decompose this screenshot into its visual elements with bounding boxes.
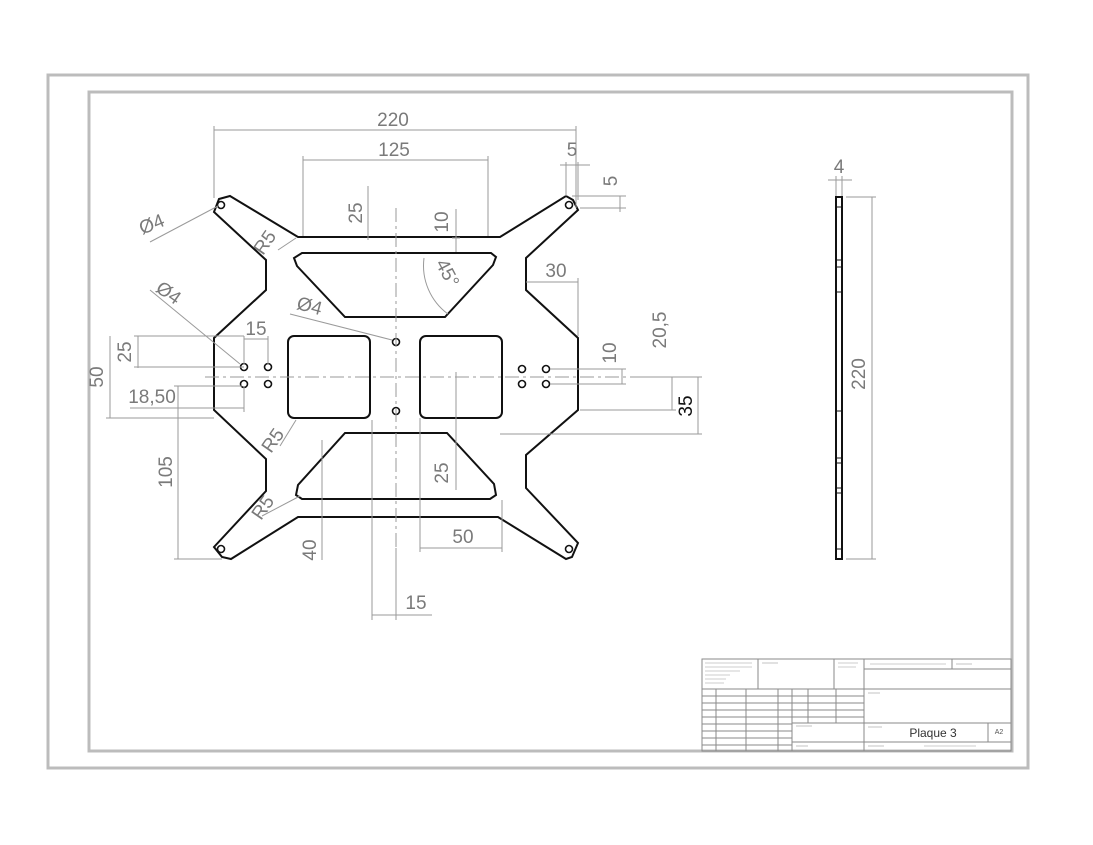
- left-hole: [263, 379, 273, 389]
- corner-hole-tl: [216, 200, 226, 210]
- dimension-lines: [106, 126, 876, 620]
- inner-frame: [87, 90, 1014, 753]
- right-hole: [541, 379, 551, 389]
- right-hole: [517, 379, 527, 389]
- sheet-size: A2: [995, 729, 1004, 736]
- dim-overall-width: 220: [377, 110, 409, 131]
- dim-top-depth: 25: [346, 202, 367, 223]
- dim-angle: 45°: [431, 256, 463, 291]
- right-hole: [541, 364, 551, 374]
- dimension-labels: 220 125 5 5 Ø4 25 10 R5 45° 30 Ø4 Ø4 15 …: [87, 110, 870, 614]
- dim-hole-dia-left: Ø4: [152, 278, 185, 310]
- corner-hole-tr: [564, 200, 574, 210]
- dim-left-pitch: 15: [245, 319, 266, 340]
- lower-trapezoid-cutout: [294, 432, 498, 500]
- plate-side-view: [835, 196, 843, 560]
- dim-right-pitch: 10: [600, 342, 621, 363]
- right-square-cutout: [419, 335, 503, 419]
- dim-side-height: 220: [849, 358, 870, 390]
- dim-radius-bottom: R5: [248, 492, 279, 524]
- drawing-title: Plaque 3: [909, 726, 957, 740]
- title-block: Plaque 3 A2: [701, 658, 1012, 752]
- outer-frame: [46, 73, 1030, 770]
- corner-hole-br: [564, 544, 574, 554]
- dim-side-thickness: 4: [834, 157, 845, 178]
- dim-left-pair: 25: [115, 341, 136, 362]
- dim-lower-window: 25: [432, 462, 453, 483]
- dim-corner-y: 5: [601, 176, 622, 187]
- dim-lower-height: 105: [156, 456, 177, 488]
- dim-right-height: 35: [676, 395, 697, 416]
- dim-inner-width: 125: [378, 140, 410, 161]
- left-hole: [263, 362, 273, 372]
- dim-window-width: 50: [452, 527, 473, 548]
- dim-arm-offset: 30: [545, 261, 566, 282]
- dim-top-slot-height: 10: [432, 211, 453, 232]
- upper-trapezoid-cutout: [292, 252, 498, 318]
- dim-left-span: 50: [87, 366, 108, 387]
- dim-right-offset: 20,5: [650, 312, 671, 349]
- center-lines: [205, 208, 640, 548]
- dim-radius-top: R5: [250, 227, 281, 259]
- corner-hole-bl: [216, 544, 226, 554]
- dim-center-offset: 15: [405, 593, 426, 614]
- right-hole: [517, 364, 527, 374]
- dim-radius-mid: R5: [258, 425, 289, 457]
- dim-bottom-offset: 40: [300, 539, 321, 560]
- dim-corner-x: 5: [567, 140, 578, 161]
- dim-left-offset: 18,50: [128, 387, 176, 408]
- side-view-outline: [835, 196, 843, 560]
